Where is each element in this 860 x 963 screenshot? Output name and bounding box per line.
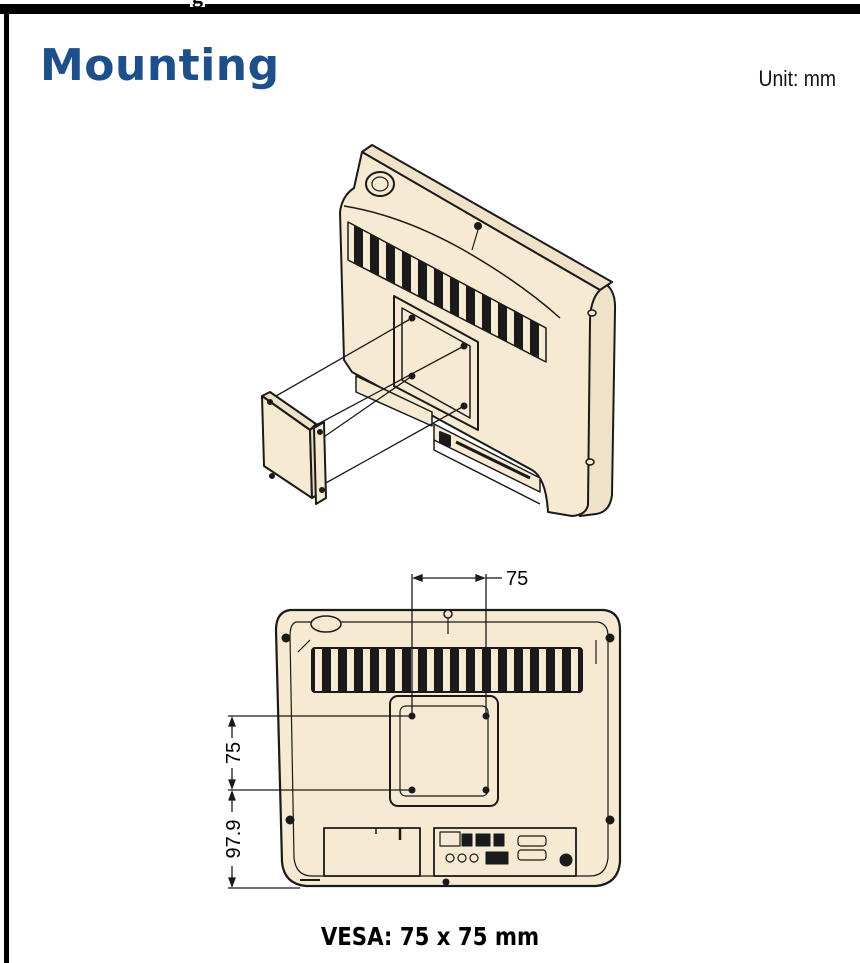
dimension-horizontal-75: 75	[506, 568, 528, 590]
monitor-rear-perspective-icon	[339, 144, 617, 517]
dimension-vertical-75: 75	[223, 742, 245, 764]
dimension-vertical-97-9: 97.9	[223, 820, 245, 859]
monitor-rear-front-view-icon	[274, 608, 622, 888]
dimension-lines	[228, 574, 502, 889]
projection-lines	[275, 317, 465, 485]
left-border	[4, 4, 9, 963]
clipped-heading: g	[190, 0, 205, 7]
vesa-bracket-icon	[261, 391, 327, 505]
top-border	[0, 4, 860, 14]
page-title: Mounting	[40, 40, 280, 91]
vesa-caption: VESA: 75 x 75 mm	[320, 922, 540, 951]
unit-label: Unit: mm	[758, 66, 836, 91]
